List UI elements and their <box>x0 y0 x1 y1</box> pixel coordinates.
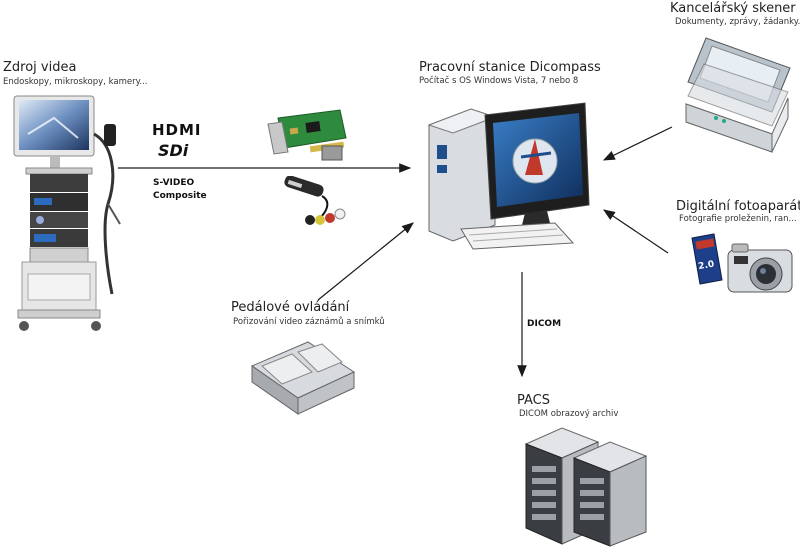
server-right <box>572 441 648 547</box>
composite-label: Composite <box>153 191 207 201</box>
svg-text:2.0: 2.0 <box>698 259 715 272</box>
pedal-subtitle: Pořizování video záznámů a snímků <box>233 317 385 327</box>
arrow-pedal-to-workstation <box>317 222 414 301</box>
camera-subtitle: Fotografie proleženin, ran... <box>679 214 797 224</box>
source-title: Zdroj videa <box>3 60 77 75</box>
pacs-subtitle: DICOM obrazový archiv <box>519 409 619 419</box>
digital-camera-icon: 2.0 <box>691 233 793 293</box>
usb-grabber-icon <box>284 176 346 225</box>
workstation-title: Pracovní stanice Dicompass <box>419 60 601 75</box>
scanner-icon <box>685 37 791 153</box>
foot-pedal-icon <box>250 341 356 415</box>
scanner-subtitle: Dokumenty, zprávy, žádanky... <box>675 17 800 27</box>
camera-title: Digitální fotoaparát <box>676 199 800 214</box>
hdmi-logo: HDMI <box>152 121 202 139</box>
dicom-label: DICOM <box>527 319 562 329</box>
source-subtitle: Endoskopy, mikroskopy, kamery... <box>3 77 148 87</box>
workstation-subtitle: Počítač s OS Windows Vista, 7 nebo 8 <box>419 76 579 86</box>
pacs-servers-icon <box>524 427 648 547</box>
capture-card-icon <box>267 109 347 161</box>
pedal-title: Pedálové ovládání <box>231 300 350 315</box>
scanner-title: Kancelářský skener <box>670 1 796 16</box>
sdi-logo: SDi <box>158 141 189 160</box>
endoscopy-tower-icon <box>13 95 121 331</box>
svideo-label: S-VIDEO <box>153 178 195 188</box>
workstation-computer-icon <box>427 102 590 250</box>
arrow-scanner-to-workstation <box>602 126 673 161</box>
pacs-title: PACS <box>517 393 551 408</box>
arrow-camera-to-workstation <box>603 209 669 254</box>
